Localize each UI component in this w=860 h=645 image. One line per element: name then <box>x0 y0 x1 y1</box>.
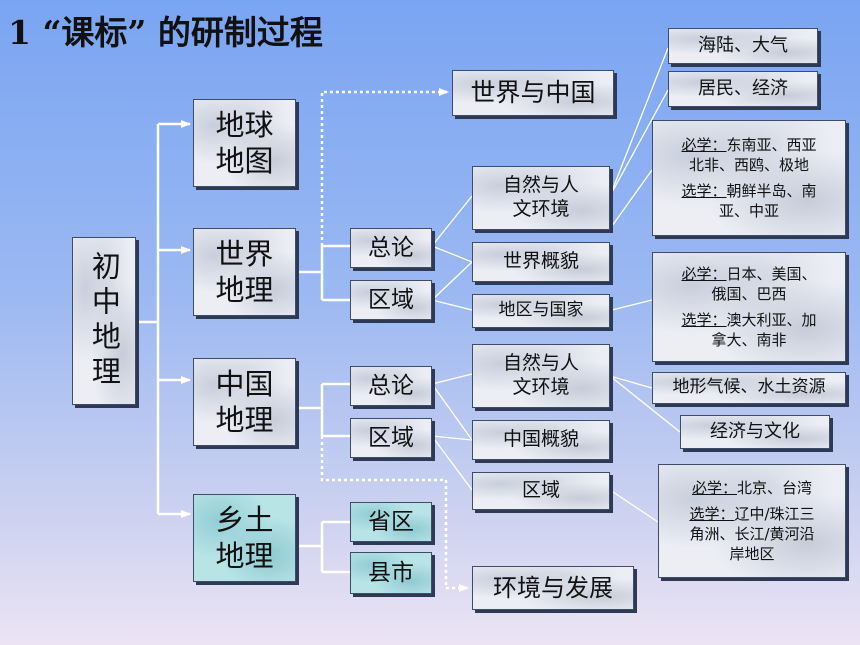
local-geo-line2: 地理 <box>215 539 274 573</box>
required-label: 必学： <box>681 135 727 154</box>
elective-label: 选学： <box>689 504 735 523</box>
required-b-line1: 日本、美国、 <box>726 264 817 283</box>
required-a-line2: 北非、西鸥、极地 <box>688 155 809 174</box>
required-b-line2: 俄国、巴西 <box>711 284 787 303</box>
globe-map-node: 地球 地图 <box>193 99 296 187</box>
china-general-node: 总论 <box>350 366 432 406</box>
world-geo-line2: 地理 <box>215 273 274 307</box>
elective-label: 选学： <box>681 311 727 329</box>
elective-a-line2: 亚、中亚 <box>718 202 779 221</box>
elective-b-line2: 拿大、南非 <box>711 331 787 350</box>
china-elective-line3: 岸地区 <box>729 545 775 564</box>
world-overview-node: 世界概貌 <box>472 242 610 282</box>
root-label: 初中地理 <box>87 251 122 391</box>
sea-land-atmosphere-note: 海陆、大气 <box>668 28 818 64</box>
china-nature-line1: 自然与人 <box>502 352 579 375</box>
local-geography-node: 乡土 地理 <box>193 494 296 582</box>
globe-map-line1: 地球 <box>215 107 274 142</box>
china-geo-line1: 中国 <box>215 366 274 401</box>
local-geo-line1: 乡土 <box>215 502 274 537</box>
china-elective-line2: 角洲、长江/黄河沿 <box>689 525 815 543</box>
elective-a-line1: 朝鲜半岛、南 <box>726 182 817 200</box>
world-and-china-node: 世界与中国 <box>452 70 614 116</box>
world-region-node: 区域 <box>350 280 432 320</box>
china-elective-line1: 辽中/珠江三 <box>734 504 815 523</box>
china-geography-node: 中国 地理 <box>193 358 296 446</box>
china-region-study-note: 必学：北京、台湾 选学：辽中/珠江三角洲、长江/黄河沿岸地区 <box>658 464 846 578</box>
regions-and-countries-node: 地区与国家 <box>472 294 610 328</box>
world-geo-line1: 世界 <box>215 236 274 271</box>
elective-b-line1: 澳大利亚、加 <box>726 311 817 329</box>
china-required: 北京、台湾 <box>736 478 812 497</box>
required-label: 必学： <box>691 478 737 497</box>
world-region-study-note: 必学：日本、美国、俄国、巴西 选学：澳大利亚、加拿大、南非 <box>652 252 846 362</box>
china-nature-human-node: 自然与人 文环境 <box>472 344 610 408</box>
environment-development-node: 环境与发展 <box>472 566 634 610</box>
world-geography-node: 世界 地理 <box>193 228 296 316</box>
residents-economy-note: 居民、经济 <box>668 71 818 107</box>
globe-map-line2: 地图 <box>215 144 274 178</box>
china-region-topic-node: 区域 <box>472 472 610 510</box>
county-node: 县市 <box>350 552 432 594</box>
required-a-line1: 东南亚、西亚 <box>726 135 817 154</box>
terrain-climate-note: 地形气候、水土资源 <box>652 372 846 404</box>
root-node: 初中地理 <box>72 237 136 405</box>
economy-culture-note: 经济与文化 <box>680 415 830 449</box>
china-nature-line2: 文环境 <box>512 376 570 398</box>
required-label: 必学： <box>681 264 727 283</box>
page-title: 1 “课标” 的研制过程 <box>8 13 323 52</box>
china-geo-line2: 地理 <box>215 403 274 437</box>
world-general-node: 总论 <box>350 228 432 268</box>
world-nature-human-node: 自然与人 文环境 <box>472 166 610 230</box>
china-overview-node: 中国概貌 <box>472 420 610 460</box>
world-nature-line1: 自然与人 <box>502 174 579 197</box>
elective-label: 选学： <box>681 182 727 200</box>
province-node: 省区 <box>350 502 432 542</box>
world-nature-study-note: 必学：东南亚、西亚北非、西鸥、极地 选学：朝鲜半岛、南亚、中亚 <box>652 120 846 236</box>
china-region-node: 区域 <box>350 418 432 458</box>
world-nature-line2: 文环境 <box>512 198 570 220</box>
